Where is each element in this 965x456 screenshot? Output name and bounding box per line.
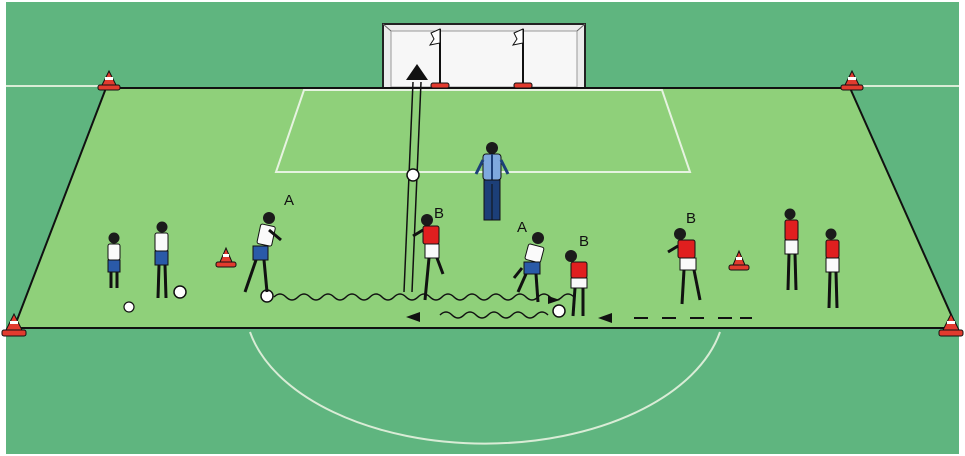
team-label-a: A	[284, 192, 294, 209]
ball-icon	[553, 305, 565, 317]
team-label-a: A	[517, 219, 527, 236]
team-label-b: B	[434, 205, 444, 222]
ball-icon	[124, 302, 134, 312]
ball-icon	[407, 169, 419, 181]
ball-icon	[174, 286, 186, 298]
team-label-b: B	[686, 210, 696, 227]
team-label-b: B	[579, 233, 589, 250]
